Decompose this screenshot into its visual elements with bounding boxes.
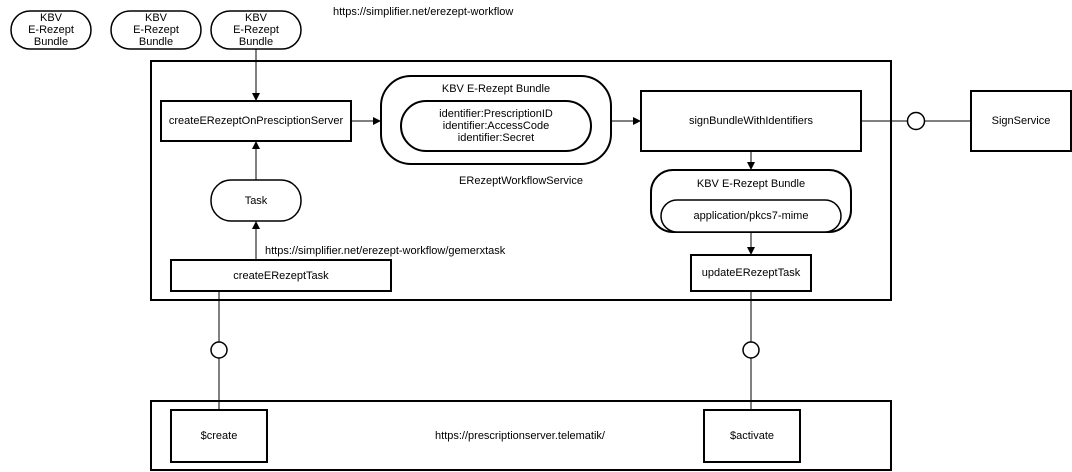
- top-bundle-shape-1: [10, 10, 92, 50]
- activate-op-shape: [703, 409, 801, 463]
- activate-interface-circle: [742, 341, 760, 359]
- identifier-access-code: identifier:AccessCode: [442, 120, 550, 132]
- update-task-label: updateERezeptTask: [701, 267, 801, 279]
- top-bundle-2-line-1: KBV: [144, 12, 167, 24]
- gemerxtask-url[interactable]: https://simplifier.net/erezept-workflow/…: [265, 245, 506, 257]
- identifier-secret: identifier:Secret: [457, 132, 535, 144]
- prescription-server-container: [150, 400, 892, 471]
- top-bundle-3-line-1: KBV: [244, 12, 267, 24]
- create-op-label: $create: [200, 430, 238, 442]
- signed-bundle-title: KBV E-Rezept Bundle: [696, 178, 806, 190]
- bundle-ids-inner-shape: [400, 100, 592, 152]
- workflow-service-label: ERezeptWorkflowService: [459, 175, 583, 187]
- top-bundle-2-line-3: Bundle: [138, 36, 174, 48]
- top-bundle-shape-2: [110, 10, 202, 50]
- sign-service-label: SignService: [991, 115, 1051, 127]
- signed-bundle-mime: application/pkcs7-mime: [693, 210, 809, 222]
- create-task-shape: [170, 259, 392, 292]
- top-bundle-1-line-3: Bundle: [33, 36, 69, 48]
- create-on-server-shape: [160, 100, 352, 142]
- sign-service-shape: [970, 90, 1072, 152]
- create-task-label: createERezeptTask: [233, 269, 329, 282]
- task-label: Task: [244, 194, 268, 207]
- create-interface-circle: [210, 341, 228, 359]
- top-bundle-label-2: KBV E-Rezept Bundle: [111, 11, 201, 49]
- sign-service-interface-circle: [906, 111, 926, 131]
- top-bundle-2-line-2: E-Rezept: [133, 24, 179, 36]
- bundle-ids-identifiers: identifier:PrescriptionID identifier:Acc…: [401, 101, 591, 151]
- sign-bundle-label: signBundleWithIdentifiers: [688, 115, 814, 127]
- top-bundle-1-line-2: E-Rezept: [28, 24, 74, 36]
- top-bundle-1-line-1: KBV: [39, 12, 62, 24]
- simplifier-url[interactable]: https://simplifier.net/erezept-workflow: [333, 6, 514, 18]
- create-on-server-label: createERezeptOnPresciptionServer: [168, 115, 344, 127]
- identifier-prescription-id: identifier:PrescriptionID: [439, 108, 553, 120]
- activate-op-label: $activate: [729, 430, 775, 442]
- bundle-ids-title: KBV E-Rezept Bundle: [441, 83, 551, 95]
- prescription-server-url[interactable]: https://prescriptionserver.telematik/: [435, 430, 605, 442]
- create-op-shape: [170, 409, 268, 463]
- top-bundle-label-3: KBV E-Rezept Bundle: [211, 11, 301, 49]
- top-bundle-label-1: KBV E-Rezept Bundle: [11, 11, 91, 49]
- top-bundle-3-line-2: E-Rezept: [233, 24, 279, 36]
- top-bundle-3-line-3: Bundle: [238, 36, 274, 48]
- workflow-service-container: [150, 60, 892, 301]
- sign-bundle-shape: [640, 90, 862, 152]
